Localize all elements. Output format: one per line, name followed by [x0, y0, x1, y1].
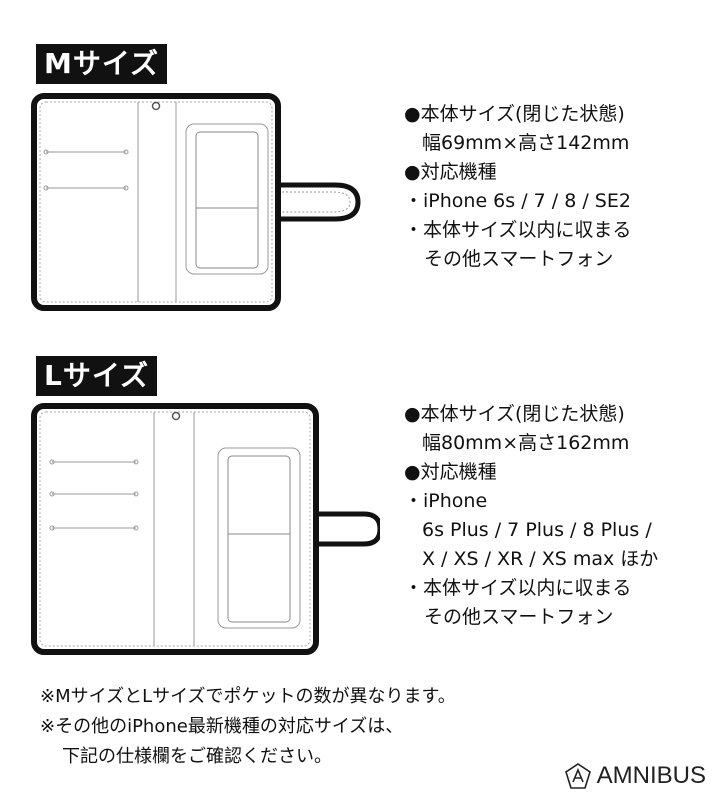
m-spec-line: ●対応機種: [404, 161, 497, 183]
m-case-diagram: [31, 93, 361, 311]
l-spec-line: X / XS / XR / XS max ほか: [422, 548, 659, 570]
l-case-diagram: [31, 403, 380, 655]
a-logo-icon: [564, 763, 591, 789]
m-size-label: Mサイズ: [36, 44, 168, 84]
l-spec-line: 6s Plus / 7 Plus / 8 Plus /: [422, 519, 652, 541]
l-spec-list: ●本体サイズ(閉じた状態) 幅80mm×高さ162mm ●対応機種 ・iPhon…: [404, 400, 658, 632]
l-spec-line: その他スマートフォン: [424, 606, 614, 628]
m-spec-list: ●本体サイズ(閉じた状態) 幅69mm×高さ142mm ●対応機種 ・iPhon…: [404, 100, 631, 274]
m-spec-line: ●本体サイズ(閉じた状態): [404, 103, 625, 125]
note-line: ※MサイズとLサイズでポケットの数が異なります。: [40, 686, 456, 707]
l-spec-line: ・iPhone: [404, 490, 488, 512]
m-spec-line: ・本体サイズ以内に収まる: [404, 219, 632, 241]
brand-logo: AMNIBUS: [564, 762, 706, 790]
note-line: 下記の仕様欄をご確認ください。: [62, 746, 332, 767]
m-spec-line: 幅69mm×高さ142mm: [422, 132, 630, 154]
l-spec-line: ●本体サイズ(閉じた状態): [404, 403, 625, 425]
l-size-label: Lサイズ: [36, 356, 158, 396]
m-spec-line: ・iPhone 6s / 7 / 8 / SE2: [404, 190, 631, 212]
note-line: ※その他のiPhone最新機種の対応サイズは、: [40, 716, 404, 737]
l-spec-line: 幅80mm×高さ162mm: [422, 432, 630, 454]
m-spec-line: その他スマートフォン: [424, 248, 614, 270]
brand-name: AMNIBUS: [596, 762, 706, 789]
l-spec-line: ●対応機種: [404, 461, 497, 483]
l-spec-line: ・本体サイズ以内に収まる: [404, 577, 632, 599]
notes: ※MサイズとLサイズでポケットの数が異なります。 ※その他のiPhone最新機種…: [40, 682, 456, 772]
